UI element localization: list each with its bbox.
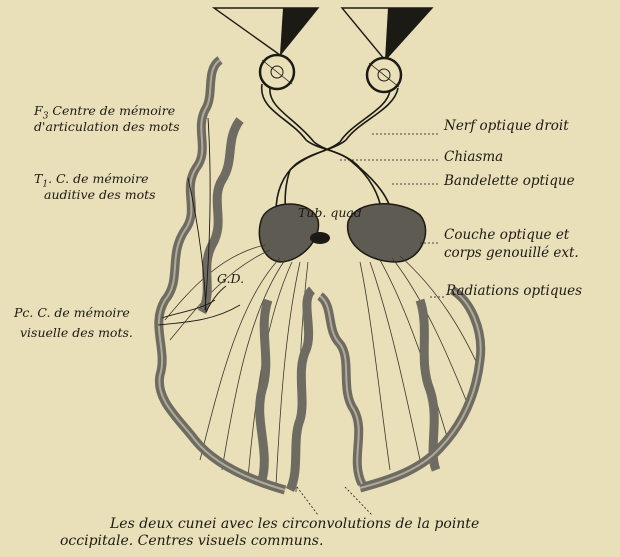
label-gd: G.D. bbox=[217, 272, 244, 286]
label-couche-line2: corps genouillé ext. bbox=[444, 246, 579, 260]
label-nerf-optique: Nerf optique droit bbox=[444, 119, 569, 133]
label-t1-line2: auditive des mots bbox=[44, 188, 156, 202]
label-t1-text: . C. de mémoire bbox=[48, 171, 148, 186]
figure-caption: Les deux cunei avec les circonvolutions … bbox=[60, 516, 600, 550]
label-pc-centre: Pc. C. de mémoire bbox=[14, 306, 130, 320]
caption-line1: Les deux cunei avec les circonvolutions … bbox=[60, 516, 600, 533]
caption-line2: occipitale. Centres visuels communs. bbox=[60, 533, 600, 550]
cortex bbox=[159, 60, 481, 490]
label-bandelette: Bandelette optique bbox=[444, 174, 575, 188]
visual-field-right-eye bbox=[342, 8, 432, 60]
optic-nerves bbox=[262, 84, 398, 216]
label-tub-quad: Tub. quad bbox=[298, 206, 362, 220]
label-f3-text: Centre de mémoire bbox=[52, 103, 175, 118]
label-pc-line2: visuelle des mots. bbox=[20, 326, 133, 340]
label-f3-code: F bbox=[34, 103, 43, 118]
label-chiasma: Chiasma bbox=[444, 150, 503, 164]
label-couche-line1: Couche optique et bbox=[444, 228, 569, 242]
left-eye bbox=[260, 55, 294, 89]
visual-field-left-eye bbox=[214, 8, 318, 55]
label-f3-line2: d'articulation des mots bbox=[34, 120, 180, 134]
label-radiations: Radiations optiques bbox=[446, 284, 582, 298]
right-eye bbox=[367, 58, 401, 92]
